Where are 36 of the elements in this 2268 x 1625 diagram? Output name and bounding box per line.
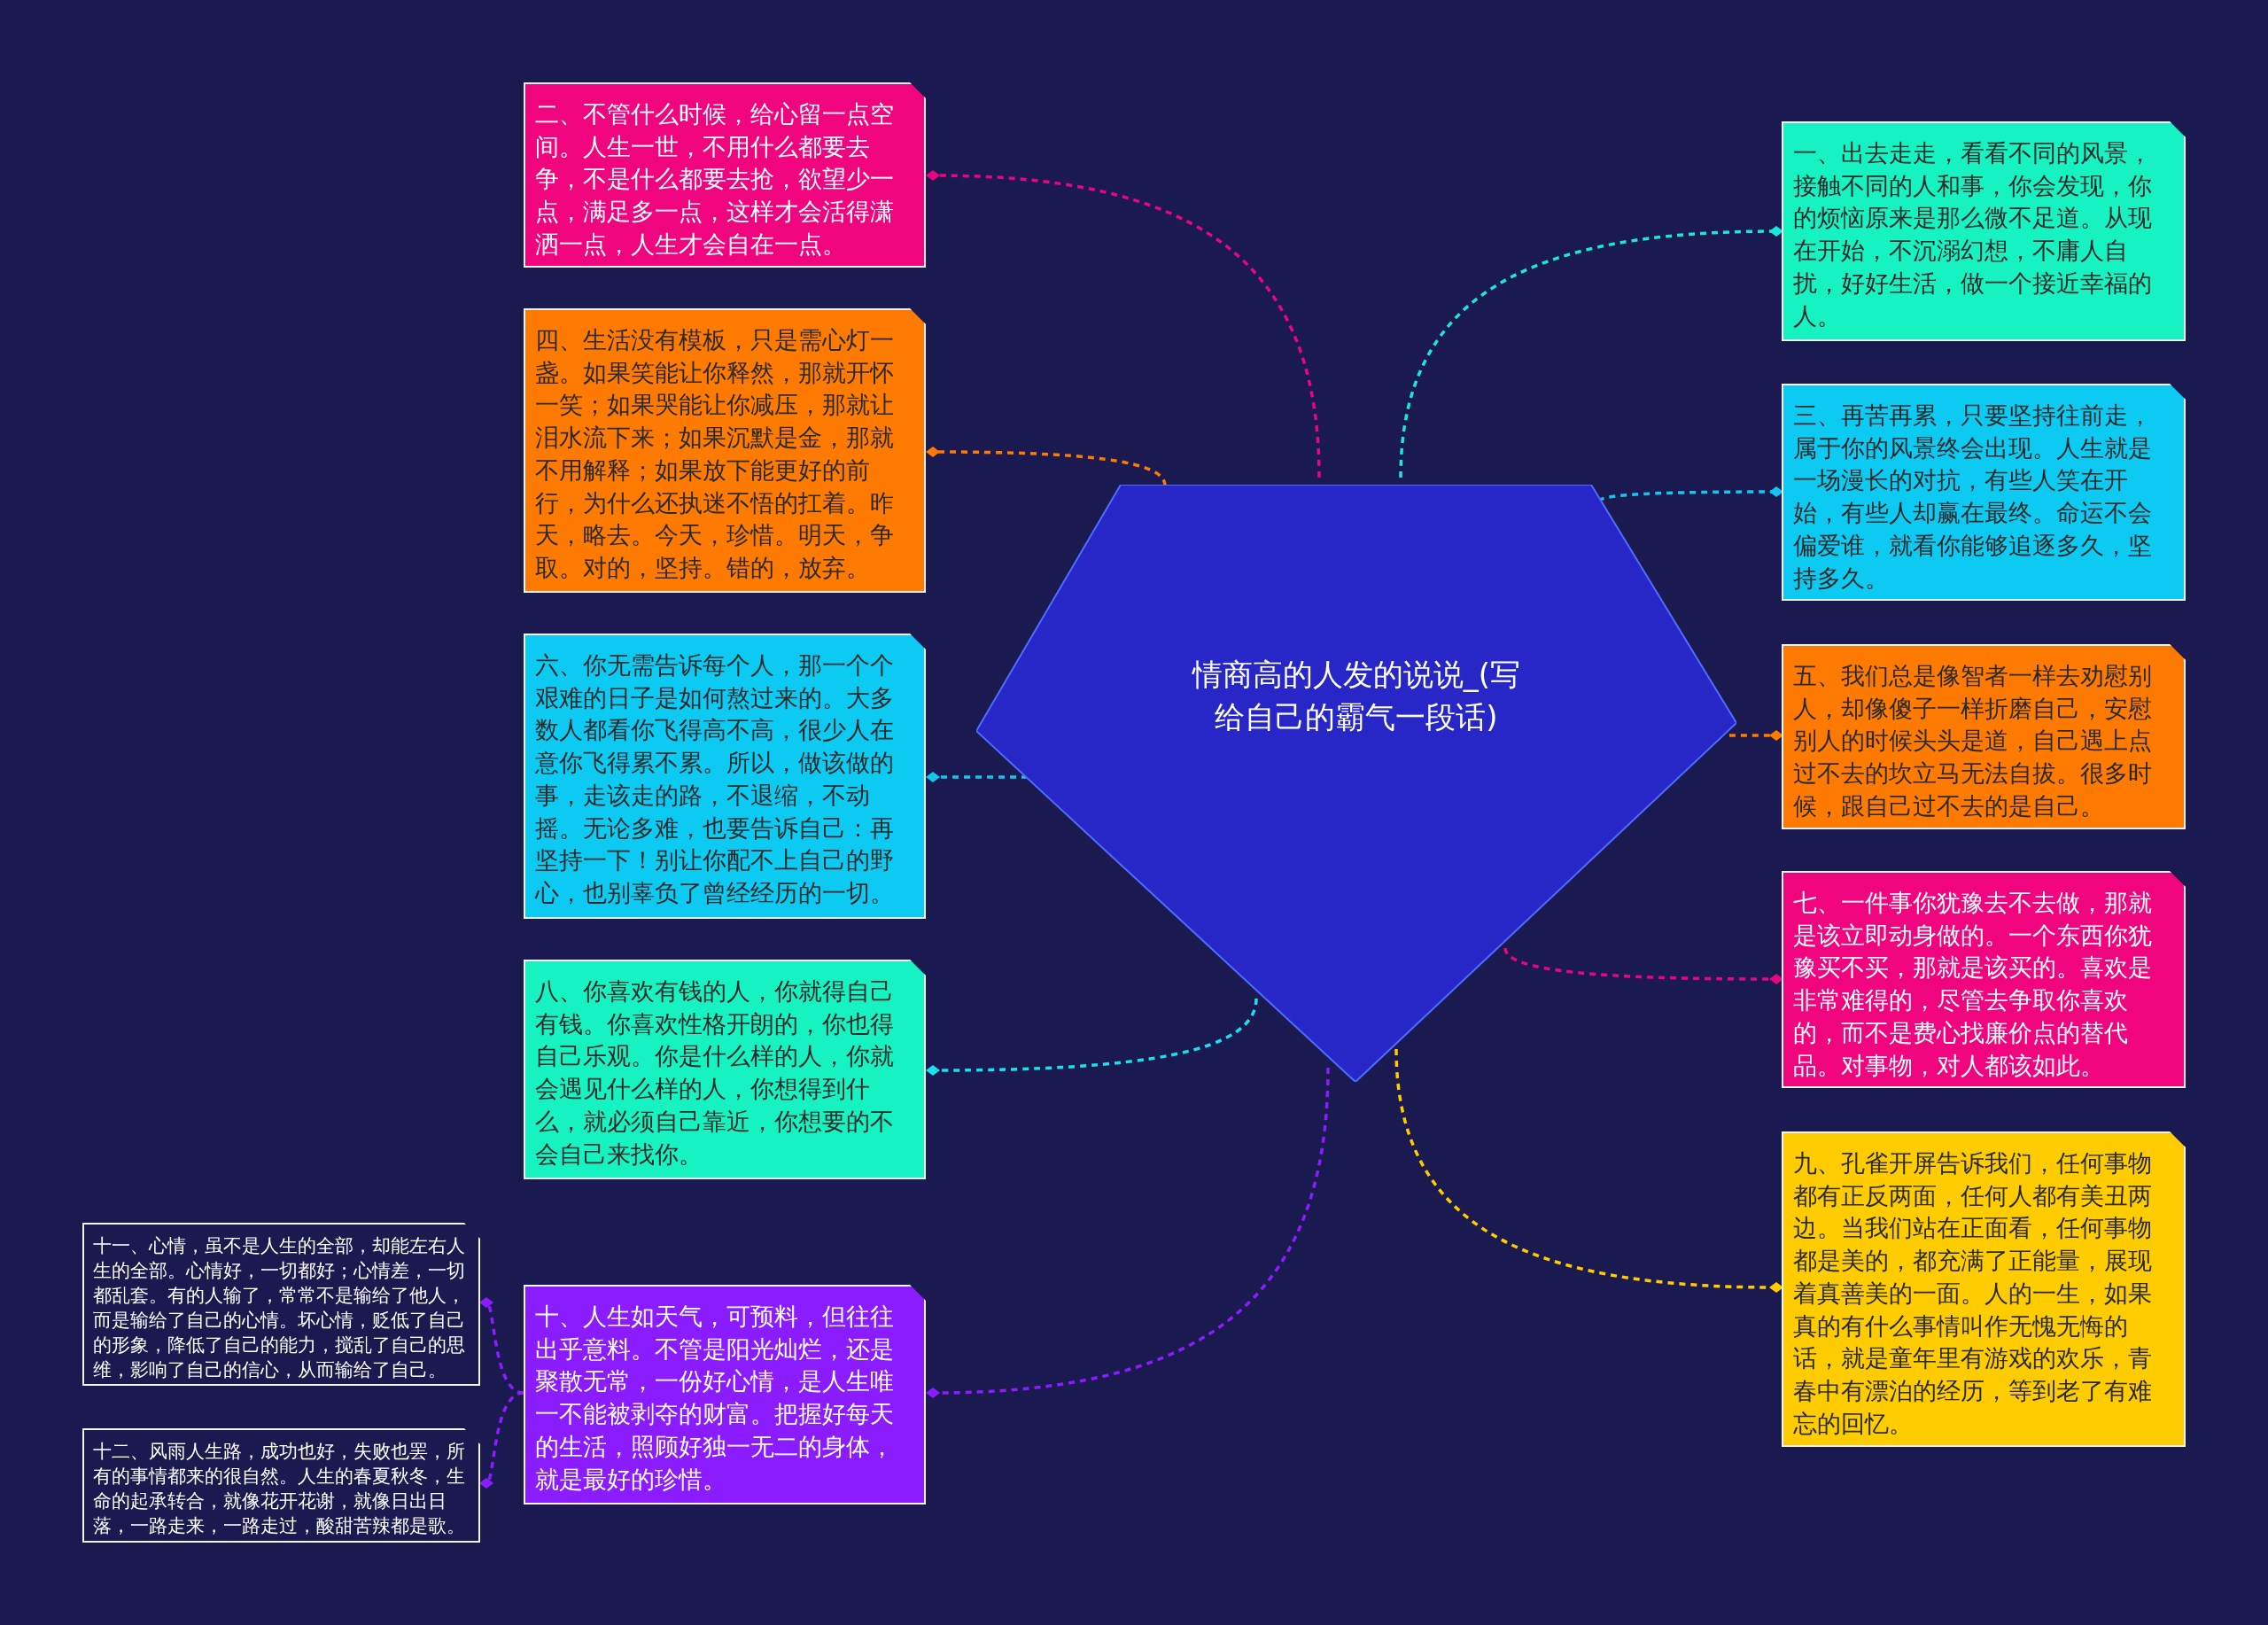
note-card (524, 1285, 926, 1504)
connector (1503, 947, 1783, 984)
note-text: 九、孔雀开屏告诉我们，任何事物都有正反两面，任何人都有美丑两边。当我们站在正面看，任何事物都是美的，都充满了正能量，展现着真善美的一面。人的一生，如果真的有什么事情叫作无愧无悔的话，就是童年里有游戏的欢乐，青春中有漂泊的经历，等到老了有难忘的回忆。 (1793, 1148, 2153, 1439)
connector (926, 1067, 1330, 1398)
note-card (1782, 384, 2186, 601)
note-text: 六、你无需告诉每个人，那一个个艰难的日子是如何熬过来的。大多数人都看你飞得高不高，很少人在意你飞得累不累。所以，做该做的事，走该走的路，不退缩，不动摇。无论多难，也要告诉自己：再坚持一下！别让你配不上自己的野心，也别辜负了曾经经历的一切。 (535, 650, 895, 908)
title-text: 情商高的人发的说说_(写给自己的霸气一段话) (1191, 656, 1522, 736)
connector (1399, 226, 1783, 478)
note-text: 七、一件事你犹豫去不去做，那就是该立即动身做的。一个东西你犹豫买不买，那就是该买的。喜欢是非常难得的，尽管去争取你喜欢的，而不是费心找廉价点的替代品。对事物，对人都该如此。 (1793, 888, 2153, 1081)
note-text: 十一、心情，虽不是人生的全部，却能左右人生的全部。心情好，一切都好；心情差，一切都乱套。有的人输了，常常不是输给了他人，而是输给了自己的心情。坏心情，贬低了自己的形象，降低了自己的能力，搅乱了自己的思维，影响了自己的信心，从而输给了自己。 (93, 1234, 466, 1382)
note-card (524, 308, 926, 593)
note-card (524, 82, 926, 268)
connector (926, 772, 1028, 782)
note-text: 八、你喜欢有钱的人，你就得自己有钱。你喜欢性格开朗的，你也得自己乐观。你是什么样的人，你就会遇见什么样的人，你想得到什么，就必须自己靠近，你想要的不会自己来找你。 (535, 976, 895, 1170)
note-card (1782, 121, 2186, 341)
connector (481, 1297, 524, 1395)
note-card (524, 960, 926, 1179)
note-text: 二、不管什么时候，给心留一点空间。人生一世，不用什么都要去争，不是什么都要去抢，欲望少一点，满足多一点，这样才会活得潇洒一点，人生才会自在一点。 (535, 99, 895, 260)
note-card (82, 1428, 480, 1543)
note-card (1782, 644, 2186, 829)
note-text: 三、再苦再累，只要坚持往前走，属于你的风景终会出现。人生就是一场漫长的对抗，有些人笑在开始，有些人却赢在最终。命运不会偏爱谁，就看你能够追逐多久，坚持多久。 (1793, 400, 2153, 594)
note-text: 五、我们总是像智者一样去劝慰别人，却像傻子一样折磨自己，安慰别人的时候头头是道，自己遇上点过不去的坎立马无法自拔。很多时候，跟自己过不去的是自己。 (1793, 661, 2153, 821)
note-card (1782, 1131, 2186, 1447)
connector (481, 1391, 524, 1489)
note-text: 四、生活没有模板，只是需心灯一盏。如果笑能让你释然，那就开怀一笑；如果哭能让你减压，那就让泪水流下来；如果沉默是金，那就不用解释；如果放下能更好的前行，为什么还执迷不悟的扛着。昨天，略去。今天，珍惜。明天，争取。对的，坚持。错的，放弃。 (535, 325, 895, 583)
note-text: 十、人生如天气，可预料，但往往出乎意料。不管是阳光灿烂，还是聚散无常，一份好心情，是人生唯一不能被剥夺的财富。把握好每天的生活，照顾好独一无二的身体，就是最好的珍惜。 (535, 1302, 895, 1495)
connector (926, 998, 1258, 1076)
note-card (524, 634, 926, 919)
connector (1394, 1048, 1783, 1293)
note-card (1782, 871, 2186, 1088)
pentagon-node (976, 485, 1736, 1082)
connector (926, 447, 1167, 486)
note-text: 一、出去走走，看看不同的风景，接触不同的人和事，你会发现，你的烦恼原来是那么微不足道。从现在开始，不沉溺幻想，不庸人自扰，好好生活，做一个接近幸福的人。 (1793, 138, 2153, 331)
connector (1729, 730, 1783, 741)
note-text: 十二、风雨人生路，成功也好，失败也罢，所有的事情都来的很自然。人生的春夏秋冬，生命的起承转合，就像花开花谢，就像日出日落，一路走来，一路走过，酸甜苦辣都是歌。 (93, 1440, 466, 1538)
connector (926, 170, 1321, 478)
